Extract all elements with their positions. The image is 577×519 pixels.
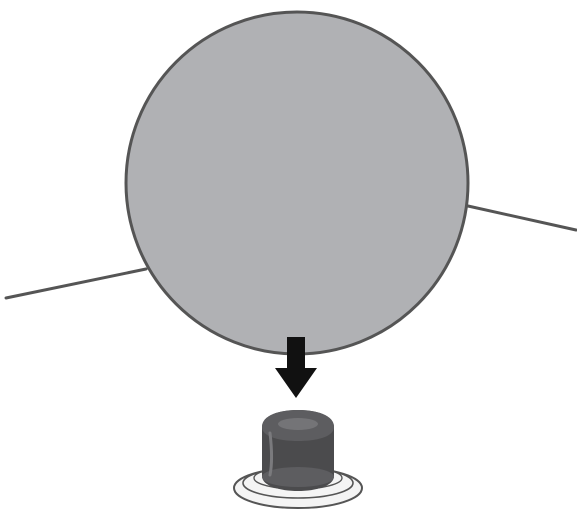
disc-cover-icon bbox=[126, 12, 468, 354]
cover-disc bbox=[126, 12, 468, 354]
right-rod bbox=[468, 206, 576, 230]
knob bbox=[234, 410, 362, 508]
knob-icon bbox=[262, 410, 334, 491]
left-rod bbox=[6, 269, 146, 298]
